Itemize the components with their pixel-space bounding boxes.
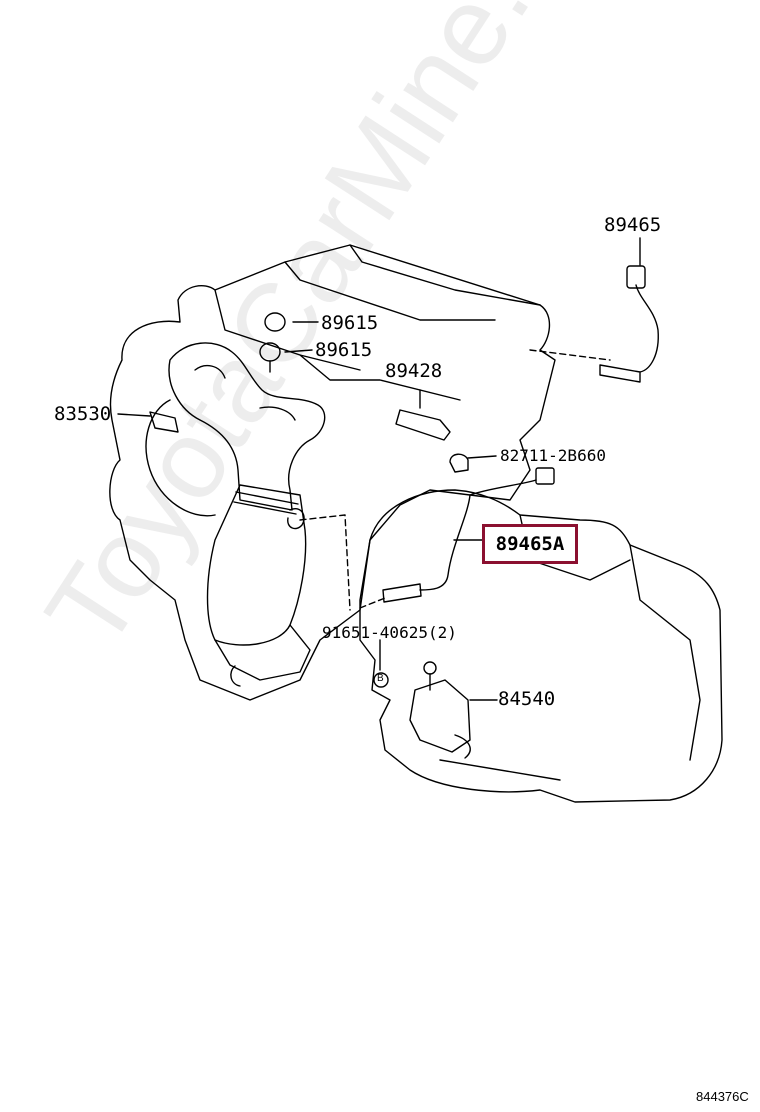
catalytic-converter: [206, 484, 307, 646]
oil-pressure-switch: [149, 411, 179, 433]
o2-sensor-top-body: [599, 364, 641, 383]
label-89615-b[interactable]: 89615: [315, 339, 373, 361]
label-89428[interactable]: 89428: [385, 360, 443, 382]
label-89465a: 89465A: [495, 533, 565, 555]
label-82711-2b660[interactable]: 82711-2B660: [500, 446, 606, 465]
o2-sensor-top-cable: [635, 284, 659, 373]
neutral-start-switch: [409, 679, 471, 753]
o2-sensor-lower-body: [382, 583, 422, 603]
transmission-case: [359, 489, 723, 803]
highlighted-part-89465a[interactable]: 89465A: [482, 524, 578, 564]
temp-sensor-89428: [395, 409, 451, 441]
engine-block-outline: [109, 244, 556, 701]
knock-sensor-a: [264, 312, 286, 332]
o2-sensor-lower-connector: [535, 467, 555, 485]
label-89465-top[interactable]: 89465: [604, 214, 662, 236]
o2-sensor-lower-cable: [419, 494, 471, 591]
label-84540[interactable]: 84540: [498, 688, 556, 710]
o2-sensor-top-connector: [626, 265, 646, 289]
label-83530[interactable]: 83530: [54, 403, 112, 425]
bolt-marker-letter: B: [377, 673, 384, 684]
figure-code: 844376C: [696, 1089, 749, 1104]
exhaust-manifold: [168, 342, 326, 511]
label-89615-a[interactable]: 89615: [321, 312, 379, 334]
bolt-marker-circle: [373, 672, 389, 688]
wire-clamp: [449, 453, 469, 473]
label-91651-40625[interactable]: 91651-40625(2): [322, 623, 457, 642]
